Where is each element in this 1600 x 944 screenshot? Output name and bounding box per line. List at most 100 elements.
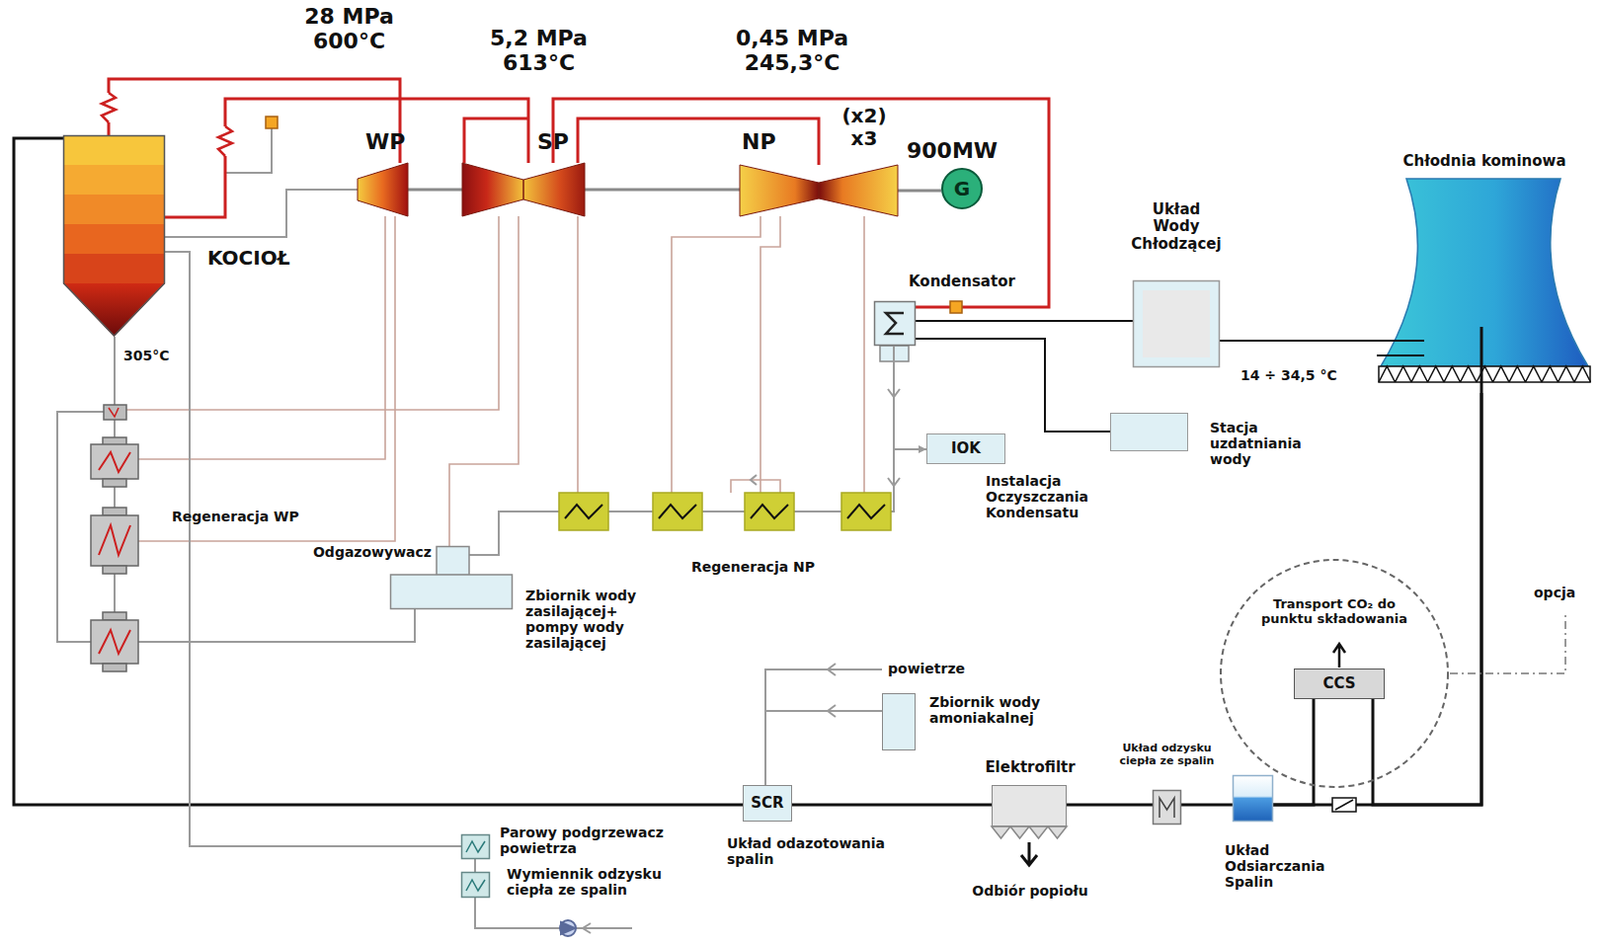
hp-heater (90, 620, 139, 664)
steam-air-heater: Parowy podgrzewacz powietrza (461, 834, 490, 860)
hp-turbine-shape (357, 162, 408, 217)
hp-heater (98, 452, 131, 473)
feedwater-lines (113, 336, 116, 405)
condenser-shape (885, 313, 904, 334)
flue-gas-exchanger-shape (466, 880, 485, 891)
ammonia-tank: Zbiornik wody amoniakalnej (881, 693, 916, 751)
cooling-tower-shape (1378, 366, 1591, 383)
lp-heater (744, 492, 795, 531)
superheater-coil (101, 92, 116, 123)
annotation-label: Regeneracja NP (691, 559, 850, 575)
feedwater-lines (475, 897, 560, 929)
flow-arrow (750, 389, 900, 718)
node-label: SCR (750, 795, 784, 812)
pipe-connector (407, 188, 463, 192)
annotation-label: 900MW (906, 138, 1016, 163)
node-caption: Kondensator (908, 273, 1047, 291)
steam-air-heater-shape (462, 835, 490, 860)
flue-heat-recovery-shape (1153, 791, 1182, 825)
hp-heater (108, 407, 119, 417)
ash-hopper (991, 826, 1067, 866)
deaerator-tank: OdgazowywaczZbiornik wody zasilającej+ p… (390, 546, 513, 610)
annotation-label: (x2) x3 (834, 104, 894, 151)
annotation-label: 0,45 MPa 245,3°C (713, 25, 872, 77)
air-fan (560, 920, 591, 937)
flue-heat-recovery: Układ odzysku ciepła ze spalin (1152, 790, 1182, 825)
flue-gas-exchanger-shape (461, 872, 490, 898)
node-caption: Transport CO₂ do punktu składowania (1248, 597, 1421, 628)
node-caption: Odgazowywacz (295, 544, 432, 560)
hp-heater (102, 612, 127, 621)
air-fan (582, 923, 591, 934)
ccs-option-circle-shape (1220, 560, 1448, 788)
node-caption: SP (537, 129, 587, 155)
extraction-lines (730, 480, 781, 493)
cooling-tower-shape (1376, 340, 1425, 356)
extraction-lines (760, 216, 781, 493)
flow-arrow (827, 663, 836, 676)
hp-heater (102, 507, 127, 516)
desulphurisation-shape (1233, 776, 1274, 822)
node-caption: Układ Odsiarczania Spalin (1224, 842, 1344, 890)
scr-unit: SCRUkład odazotowania spalin (742, 785, 793, 822)
valve (950, 301, 962, 314)
annotation-label: powietrze (887, 660, 987, 677)
extraction-lines (126, 216, 499, 410)
feedwater-lines (138, 609, 415, 642)
hp-heater (90, 444, 139, 480)
node-caption: Instalacja Oczyszczania Kondensatu (985, 473, 1120, 521)
lp-heater (559, 492, 891, 531)
superheater-coil (218, 126, 233, 157)
cooling-tower-shape (1480, 326, 1484, 394)
node-caption: Chłodnia kominowa (1376, 153, 1593, 170)
water-treatment: Stacja uzdatniania wody (1110, 412, 1189, 452)
cooling-water-system-shape (1132, 280, 1220, 368)
cooling-water-system-shape (1133, 281, 1220, 368)
lp-turbine-shape (739, 164, 898, 217)
cooling-water-system-shape (1142, 290, 1210, 358)
boiler-shape (63, 253, 165, 285)
annotation-label: Regeneracja WP (171, 508, 320, 525)
deaerator-tank-shape (436, 547, 470, 576)
pipe-connector (897, 189, 942, 193)
pipe-connector (915, 338, 1111, 432)
hp-heater (98, 630, 131, 654)
ash-hopper (991, 826, 1011, 839)
condenser: Kondensator (874, 301, 916, 346)
co2-arrow (1333, 643, 1346, 668)
hp-heater (102, 565, 127, 574)
lp-heater (564, 504, 603, 519)
hp-heater (90, 404, 139, 672)
pipe-connector (792, 803, 992, 807)
extraction-lines (449, 216, 519, 547)
boiler-shape (63, 283, 165, 337)
desulphurisation: Układ Odsiarczania Spalin (1232, 775, 1274, 822)
extraction-lines (671, 216, 761, 493)
ip-turbine: SP (462, 162, 585, 217)
hp-turbine-shape (357, 162, 408, 217)
damper (1332, 798, 1357, 812)
flow-arrow (887, 389, 900, 398)
co2-arrow (1333, 643, 1346, 668)
pipe-connector (577, 118, 819, 165)
hp-heater (98, 525, 131, 556)
boiler-shape (63, 135, 165, 166)
node-caption: Układ Wody Chłodzącej (1128, 201, 1225, 253)
superheater-coil (100, 92, 117, 123)
node-caption: Układ odazotowania spalin (726, 835, 900, 868)
ccs-unit: CCS (1293, 668, 1385, 700)
annotation-label: 28 MPa 600°C (292, 3, 406, 55)
steam-air-heater-shape (461, 834, 490, 860)
hp-heater (103, 404, 127, 420)
node-caption: Elektrofiltr (975, 759, 1085, 777)
steam-air-heater-shape (466, 841, 485, 853)
valve (265, 116, 278, 129)
boiler-shape (63, 164, 165, 196)
ash-hopper (1029, 826, 1048, 839)
boiler-shape (63, 194, 165, 226)
hp-turbine: WP (357, 162, 408, 217)
node-label: CCS (1322, 675, 1356, 693)
